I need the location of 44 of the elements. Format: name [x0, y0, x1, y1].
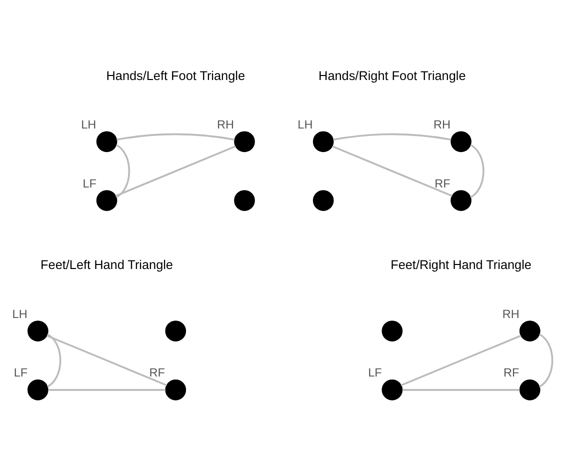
node-circle: [382, 320, 403, 341]
node-label: LF: [82, 176, 96, 190]
connector: [333, 132, 452, 140]
node-label: LH: [81, 118, 96, 131]
node-circle: [28, 379, 48, 400]
node-circle: [382, 379, 403, 400]
node-circle: [28, 320, 48, 341]
node-circle: [450, 130, 472, 152]
node-label: RH: [502, 307, 520, 320]
node-label: RF: [434, 176, 450, 190]
label: Hands/Left Foot Triangle: [106, 68, 246, 82]
connector: [115, 144, 236, 196]
node-label: RH: [216, 118, 234, 131]
node-label: LF: [14, 366, 28, 380]
node-label: LF: [368, 366, 382, 380]
node-circle: [234, 190, 255, 210]
connector: [538, 333, 554, 387]
node-label: RF: [503, 366, 520, 380]
label: Feet/Left Hand Triangle: [40, 258, 173, 272]
connector: [116, 144, 130, 198]
connector: [116, 132, 235, 140]
node-label: LH: [12, 307, 28, 320]
connector: [48, 388, 166, 390]
node-circle: [450, 190, 472, 210]
node-circle: [519, 379, 540, 400]
node-label: LH: [298, 118, 313, 131]
node-circle: [234, 130, 255, 152]
connector: [46, 333, 62, 387]
node-circle: [519, 320, 540, 341]
node-circle: [96, 190, 118, 210]
connector: [332, 144, 452, 196]
label: Feet/Right Hand Triangle: [390, 258, 532, 272]
label: Hands/Right Foot Triangle: [318, 68, 466, 82]
connector: [400, 334, 522, 386]
connector: [46, 334, 168, 386]
node-circle: [165, 379, 186, 400]
node-circle: [312, 130, 334, 152]
connector: [470, 144, 484, 198]
connector: [402, 388, 520, 390]
node-circle: [312, 190, 334, 210]
node-label: RF: [149, 366, 165, 380]
node-circle: [96, 130, 118, 152]
node-label: RH: [434, 118, 451, 131]
node-circle: [165, 320, 186, 341]
